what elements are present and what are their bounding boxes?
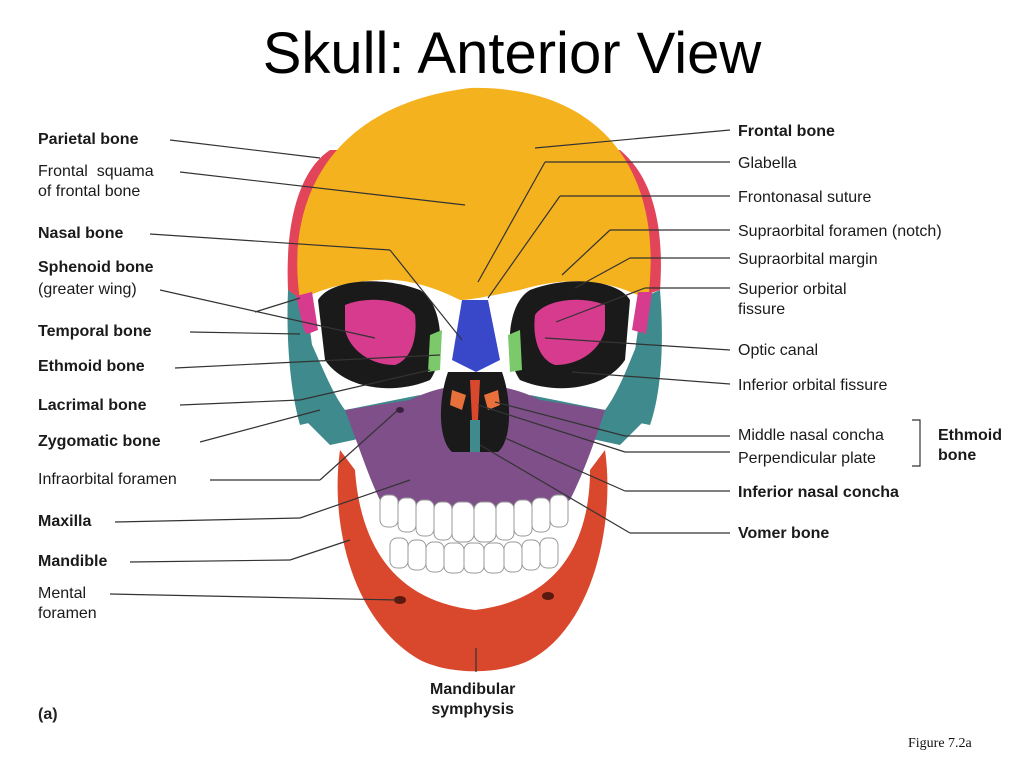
- label-superior-orbital-fissure: Superior orbital fissure: [738, 281, 847, 318]
- label-infraorbital-foramen: Infraorbital foramen: [38, 471, 177, 488]
- mental-foramen-right: [542, 592, 554, 600]
- figure-caption: Figure 7.2a: [908, 736, 972, 751]
- label-vomer-bone: Vomer bone: [738, 525, 830, 542]
- right-orbit-sphenoid: [534, 299, 605, 365]
- label-perpendicular-plate: Perpendicular plate: [738, 450, 876, 467]
- vomer-shape: [470, 420, 480, 452]
- page-title: Skull: Anterior View: [262, 21, 762, 86]
- label-mandibular-symphysis: Mandibular symphysis: [430, 681, 516, 718]
- mandible-shape: [337, 450, 608, 672]
- label-frontonasal-suture: Frontonasal suture: [738, 189, 872, 206]
- label-nasal-bone: Nasal bone: [38, 225, 124, 242]
- middle-concha-left: [450, 390, 466, 410]
- upper-teeth: [379, 494, 569, 543]
- label-ethmoid-group: Ethmoid bone: [938, 427, 1002, 464]
- frontal-bone-shape: [297, 87, 651, 300]
- label-middle-nasal-concha: Middle nasal concha: [738, 427, 884, 444]
- nasal-bone-shape: [452, 300, 500, 372]
- label-zygomatic-bone: Zygomatic bone: [38, 433, 161, 450]
- label-sphenoid-bone: Sphenoid bone: [38, 259, 154, 276]
- ethmoid-orbit-right: [508, 330, 522, 372]
- label-frontal-squama: Frontal squama of frontal bone: [38, 163, 154, 200]
- parietal-bone-shape: [287, 150, 340, 300]
- label-mental-foramen: Mental foramen: [38, 585, 97, 622]
- label-ethmoid-bone: Ethmoid bone: [38, 358, 145, 375]
- label-lacrimal-bone: Lacrimal bone: [38, 397, 147, 414]
- label-inferior-nasal-concha: Inferior nasal concha: [738, 484, 899, 501]
- label-temporal-bone: Temporal bone: [38, 323, 152, 340]
- label-optic-canal: Optic canal: [738, 342, 819, 359]
- lower-teeth: [389, 537, 559, 574]
- sphenoid-bone-shape-right: [632, 292, 652, 334]
- label-sphenoid-sub: (greater wing): [38, 281, 137, 298]
- ethmoid-orbit-left: [428, 330, 442, 372]
- mental-foramen-left: [394, 596, 406, 604]
- middle-concha-right: [484, 390, 500, 410]
- infraorbital-foramen-left: [396, 407, 404, 413]
- label-mandible: Mandible: [38, 553, 108, 570]
- perpendicular-plate-shape: [470, 380, 480, 420]
- label-parietal-bone: Parietal bone: [38, 131, 139, 148]
- label-maxilla: Maxilla: [38, 513, 92, 530]
- leader-lines: [109, 129, 921, 672]
- label-inferior-orbital-fissure: Inferior orbital fissure: [738, 377, 888, 394]
- left-orbit-sphenoid: [345, 299, 416, 365]
- label-frontal-bone: Frontal bone: [738, 123, 835, 140]
- label-supraorbital-foramen: Supraorbital foramen (notch): [738, 223, 942, 240]
- label-supraorbital-margin: Supraorbital margin: [738, 251, 878, 268]
- label-glabella: Glabella: [738, 155, 797, 172]
- panel-label: (a): [38, 706, 58, 723]
